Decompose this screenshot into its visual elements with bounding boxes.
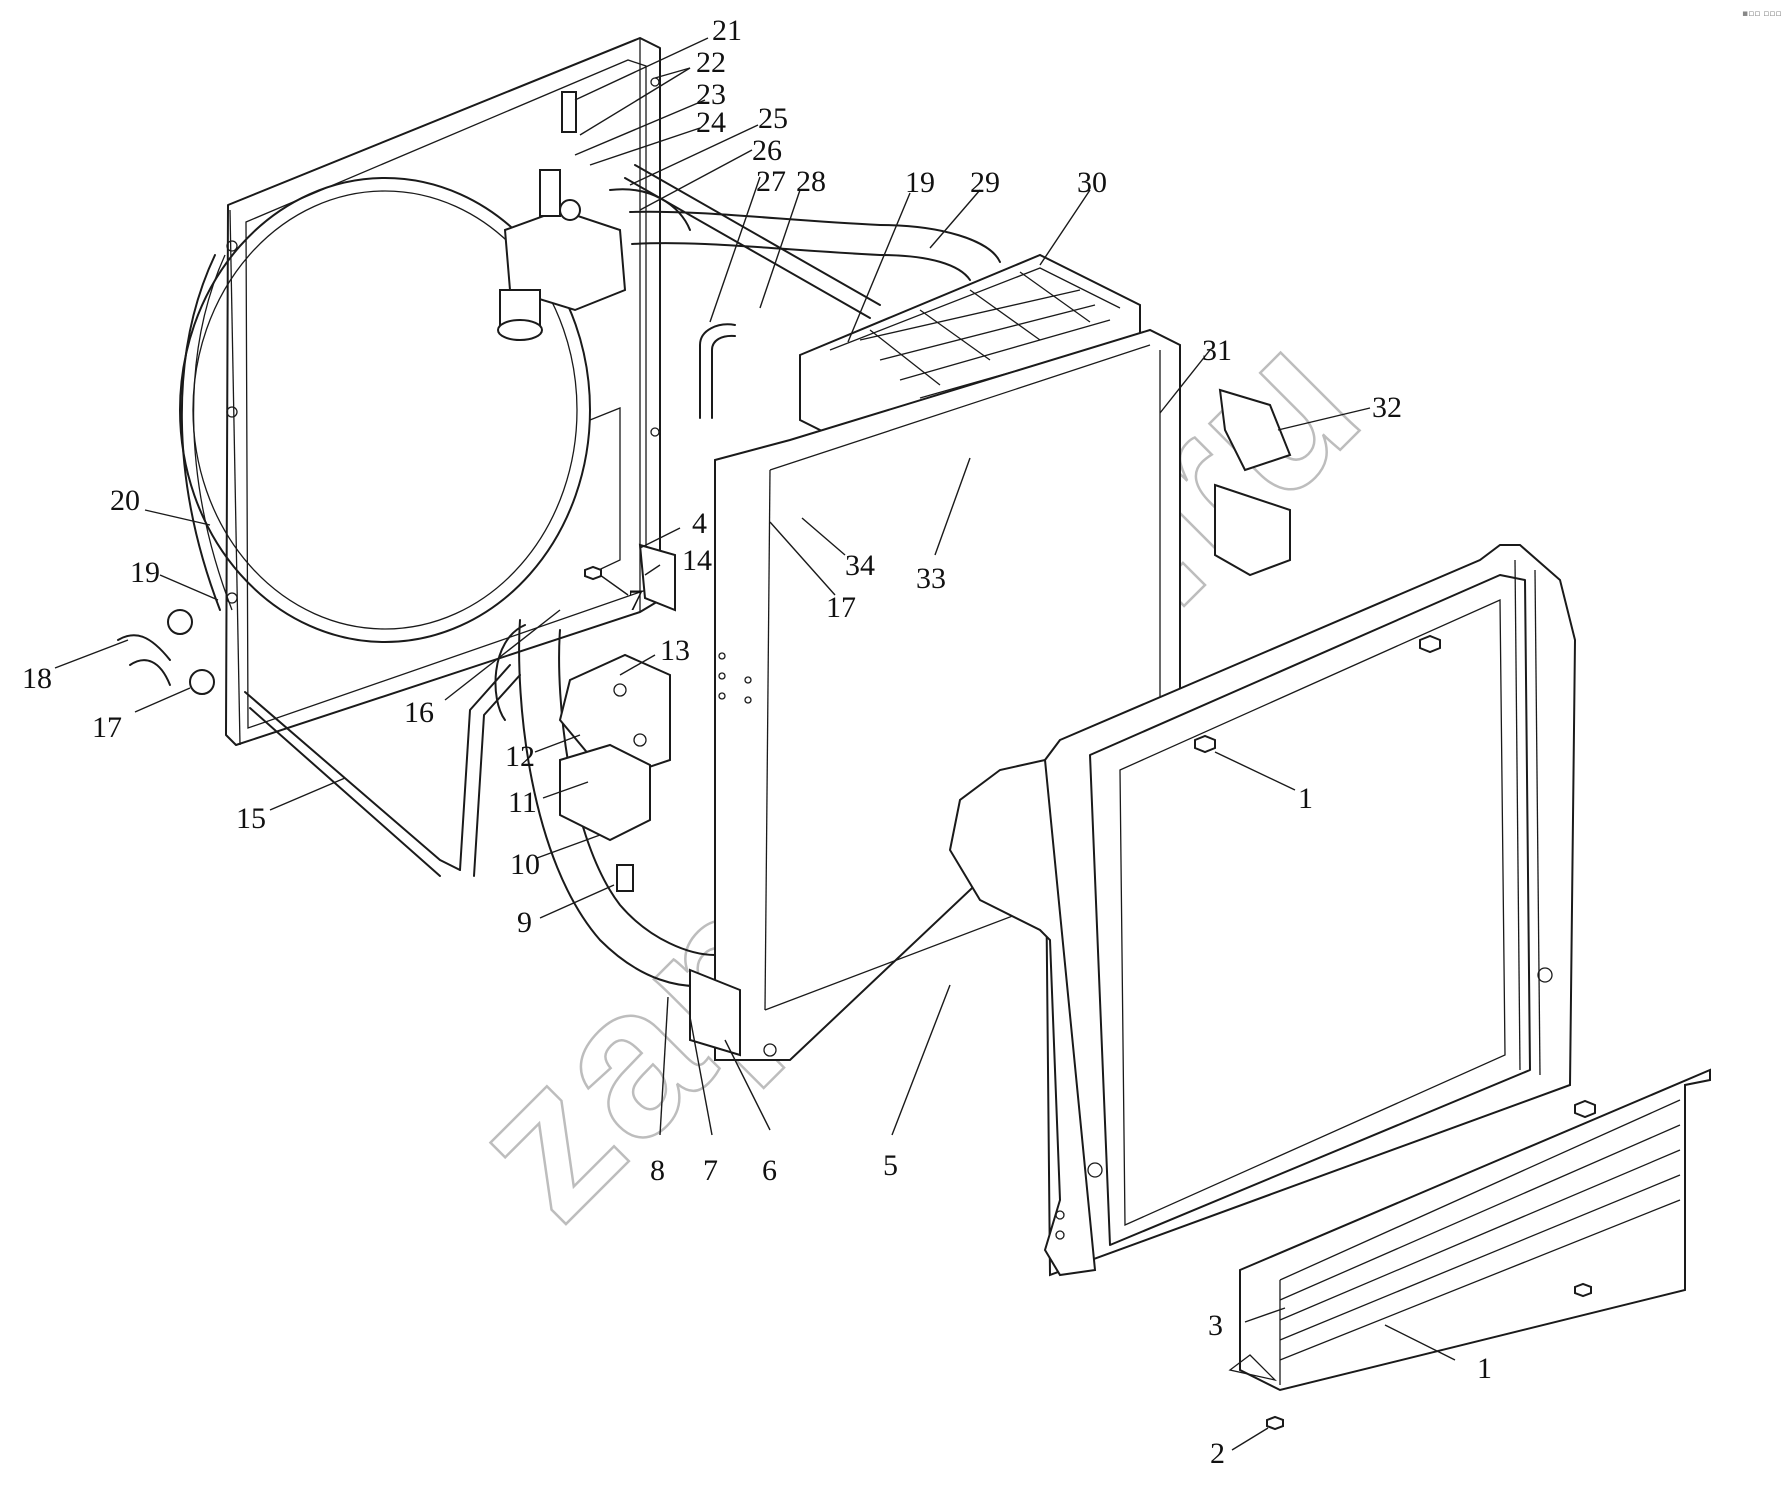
- callout-20: 20: [110, 484, 140, 517]
- callout-8: 8: [650, 1154, 665, 1187]
- callout-11: 11: [508, 786, 537, 819]
- callout-28: 28: [796, 165, 826, 198]
- callout-12: 12: [505, 740, 535, 773]
- callout-10: 10: [510, 848, 540, 881]
- bracket-13: [558, 653, 671, 782]
- callout-31: 31: [1202, 334, 1232, 367]
- fan-shroud: [179, 37, 661, 746]
- callout-19-top: 19: [905, 166, 935, 199]
- callout-4: 4: [692, 507, 707, 540]
- callout-23: 23: [696, 78, 726, 111]
- callout-17-center: 17: [826, 591, 856, 624]
- hose-18: [117, 634, 171, 661]
- callout-26: 26: [752, 134, 782, 167]
- callout-24: 24: [696, 106, 726, 139]
- callout-2: 2: [1210, 1437, 1225, 1470]
- stud-9: [616, 864, 634, 892]
- callout-34: 34: [845, 549, 875, 582]
- bracket-6: [689, 968, 741, 1057]
- bracket-32: [1214, 388, 1292, 577]
- hose-29: [879, 224, 1001, 263]
- callout-18: 18: [22, 662, 52, 695]
- valve-assembly: [497, 91, 691, 341]
- callout-19-left: 19: [130, 556, 160, 589]
- callout-1-lower: 1: [1477, 1352, 1492, 1385]
- clamp-19: [167, 609, 193, 635]
- lower-cover: [1228, 1068, 1711, 1392]
- callout-5: 5: [883, 1149, 898, 1182]
- hose-26: [629, 210, 881, 226]
- callout-9: 9: [517, 906, 532, 939]
- callout-15: 15: [236, 802, 266, 835]
- callout-21: 21: [712, 14, 742, 47]
- callout-29: 29: [970, 166, 1000, 199]
- callout-25: 25: [758, 102, 788, 135]
- bracket-10: [559, 743, 651, 842]
- callout-7-upper: 7: [628, 584, 643, 617]
- callout-27: 27: [756, 165, 786, 198]
- callout-6: 6: [762, 1154, 777, 1187]
- hose-8: [518, 619, 716, 988]
- callout-30: 30: [1077, 166, 1107, 199]
- callout-22: 22: [696, 46, 726, 79]
- corner-mark: ▪▫▫ ▫▫▫: [1742, 9, 1781, 19]
- hose-20: [180, 254, 221, 611]
- callout-7-lower: 7: [703, 1154, 718, 1187]
- pipe-15: [244, 691, 461, 871]
- clamp-17: [189, 669, 215, 695]
- callouts: 21 22 23 24 25 26 27 28 19 29 30 31 32 2…: [22, 14, 1492, 1470]
- charge-air-cooler: [948, 544, 1577, 1277]
- callout-33: 33: [916, 562, 946, 595]
- callout-32: 32: [1372, 391, 1402, 424]
- callout-14: 14: [682, 544, 712, 577]
- pipe-27: [699, 323, 736, 419]
- callout-13: 13: [660, 634, 690, 667]
- pipe-25: [634, 164, 881, 306]
- hose-16: [494, 624, 526, 721]
- callout-17-left: 17: [92, 711, 122, 744]
- leader-lines: [54, 37, 1456, 1451]
- callout-3: 3: [1208, 1309, 1223, 1342]
- bracket-4: [638, 543, 676, 612]
- callout-1-upper: 1: [1298, 782, 1313, 815]
- callout-16: 16: [404, 696, 434, 729]
